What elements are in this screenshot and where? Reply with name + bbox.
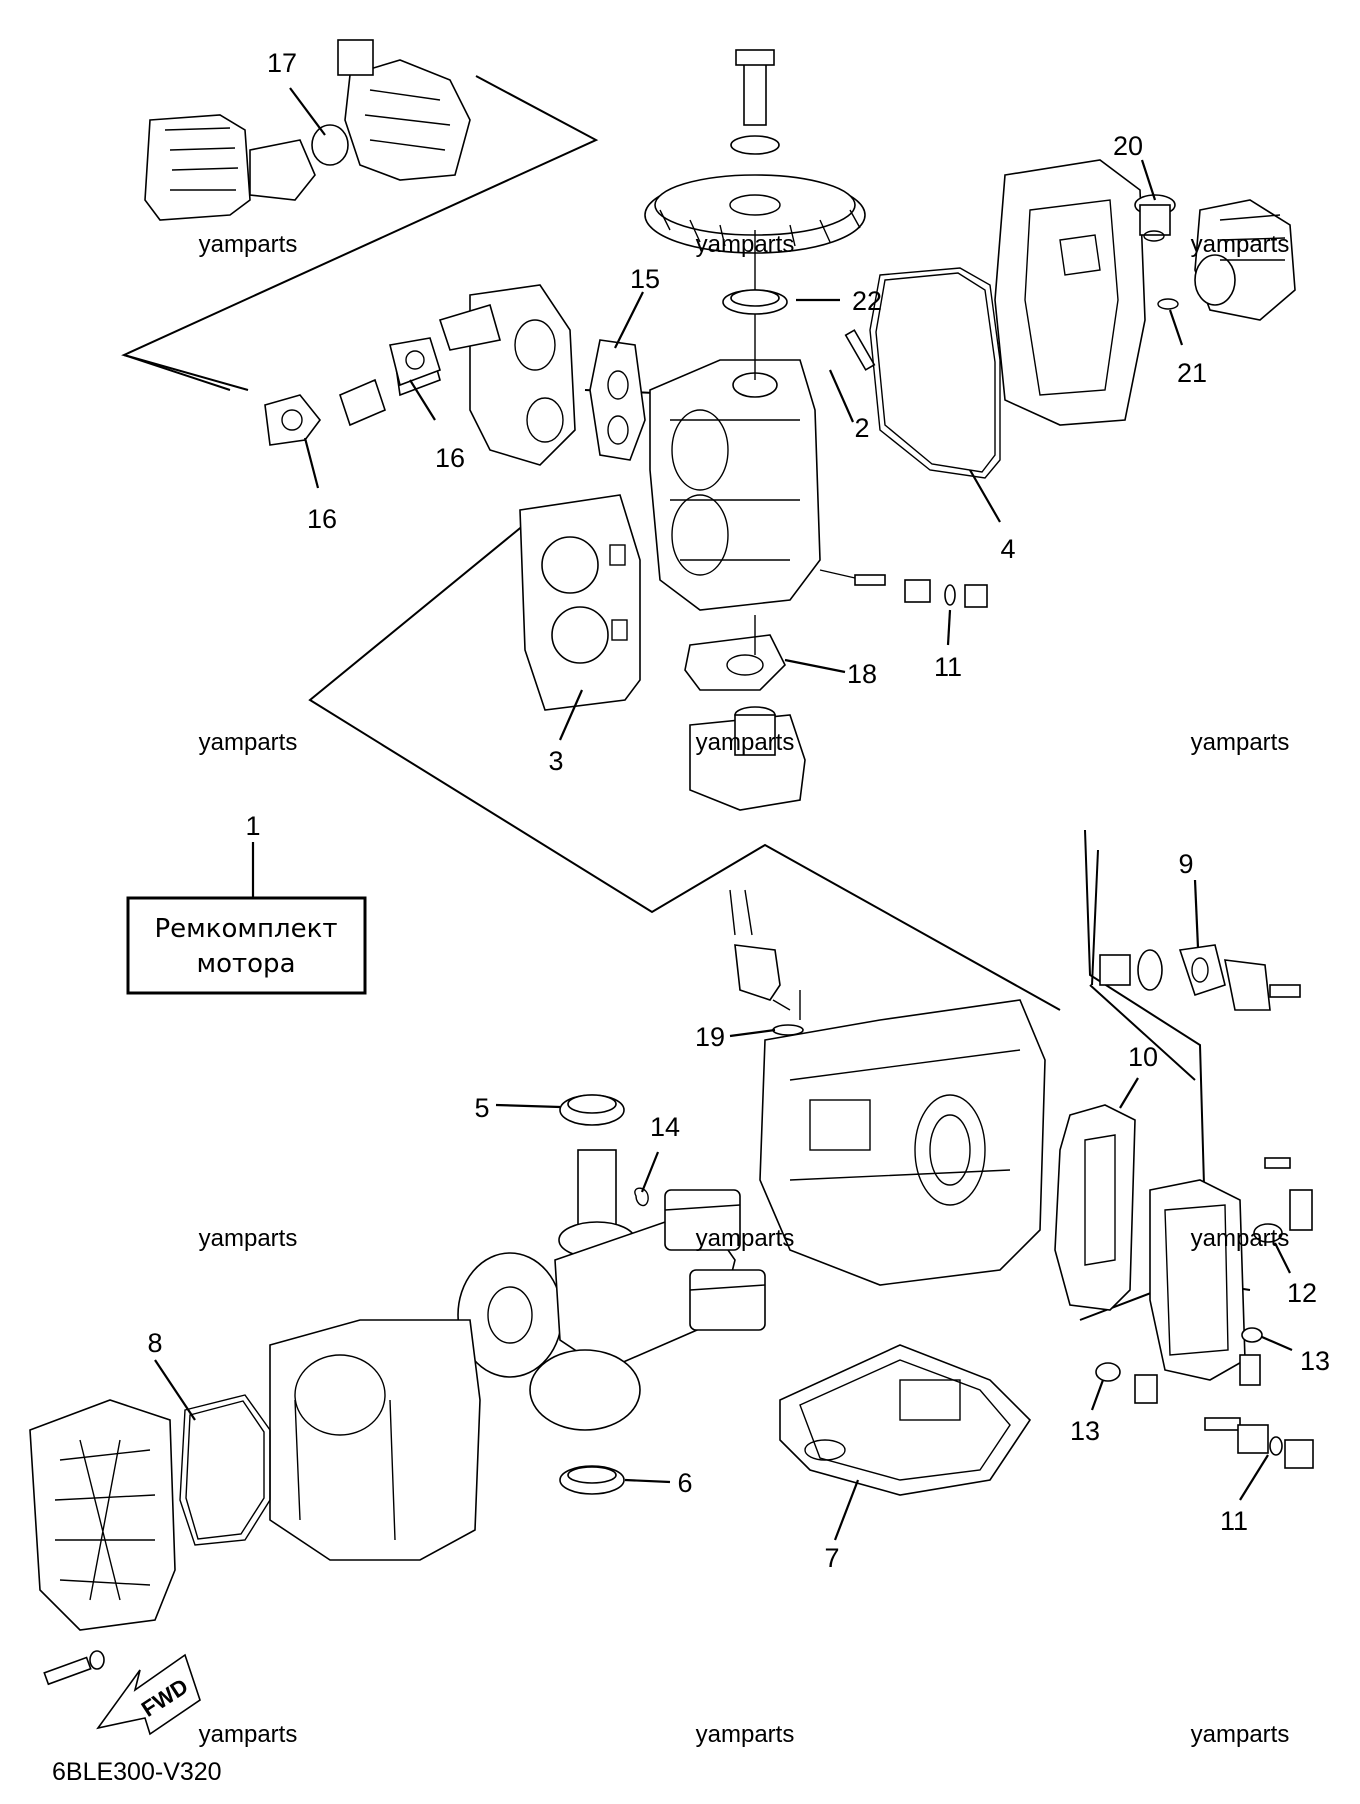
head-cover	[994, 159, 1146, 426]
anode-assembly	[1099, 944, 1301, 1011]
callout-19: 19	[695, 1022, 725, 1052]
oil-seal-6	[559, 1465, 625, 1495]
crankcase	[759, 999, 1046, 1286]
callout-2: 2	[854, 413, 869, 443]
watermark: yamparts	[696, 1721, 795, 1748]
boundary-lines	[121, 75, 1251, 1321]
leader-lines	[154, 87, 1293, 1541]
cylinder-head	[649, 230, 876, 611]
cylinder-block	[269, 1319, 481, 1561]
watermark: yamparts	[1191, 729, 1290, 756]
watermarks: yamparts yamparts yamparts yamparts yamp…	[199, 231, 1290, 1748]
callout-4: 4	[1000, 534, 1015, 564]
watermark: yamparts	[199, 729, 298, 756]
washers	[1095, 1223, 1283, 1404]
watermark: yamparts	[199, 1721, 298, 1748]
head-side-fittings	[819, 569, 988, 608]
kit-line-2: мотора	[196, 949, 295, 979]
oil-seal-22	[722, 289, 788, 315]
head-cover-gasket	[869, 267, 1001, 479]
callout-14: 14	[650, 1112, 680, 1142]
watermark: yamparts	[199, 231, 298, 258]
callout-20: 20	[1113, 131, 1143, 161]
fwd-arrow	[96, 1653, 201, 1736]
thermostat-gasket	[684, 615, 786, 691]
callout-22: 22	[852, 286, 882, 316]
clip-14	[634, 1187, 649, 1207]
callout-10: 10	[1128, 1042, 1158, 1072]
oil-seal-5	[559, 1094, 625, 1126]
lower-cover	[29, 1399, 176, 1686]
watermark: yamparts	[696, 729, 795, 756]
callout-12: 12	[1287, 1278, 1317, 1308]
callout-1: 1	[245, 811, 260, 841]
callout-11b: 11	[1220, 1506, 1248, 1536]
callout-8: 8	[147, 1328, 162, 1358]
callout-numbers: 17 15 22 20 21 2 16 16 4 3 11 18 1 9 19 …	[147, 48, 1330, 1573]
callout-5: 5	[474, 1093, 489, 1123]
callout-9: 9	[1178, 849, 1193, 879]
callout-16a: 16	[435, 443, 465, 473]
callout-17: 17	[267, 48, 297, 78]
intake-gaskets	[264, 337, 646, 461]
oil-pan-gasket	[779, 1344, 1032, 1496]
kit-line-1: Ремкомплект	[155, 914, 338, 944]
intake-manifold	[339, 284, 576, 466]
watermark: yamparts	[1191, 1225, 1290, 1252]
callout-3: 3	[548, 746, 563, 776]
diagram-code: 6BLE300-V320	[52, 1758, 222, 1786]
callout-15: 15	[630, 264, 660, 294]
watermark: yamparts	[696, 1225, 795, 1252]
callout-7: 7	[824, 1543, 839, 1573]
exhaust-gasket	[1054, 1104, 1136, 1311]
cam-pulley	[644, 49, 866, 254]
callout-11a: 11	[934, 652, 962, 682]
callout-13a: 13	[1300, 1346, 1330, 1376]
repair-kit-box: Ремкомплект мотора	[126, 896, 367, 995]
crankcase-gasket-8	[179, 1394, 271, 1546]
lower-side-fittings	[1204, 1417, 1314, 1469]
watermark: yamparts	[696, 231, 795, 258]
crankshaft-assembly	[457, 1149, 766, 1431]
exhaust-cover	[1149, 1157, 1313, 1381]
callout-16b: 16	[307, 504, 337, 534]
callout-13b: 13	[1070, 1416, 1100, 1446]
thermostat-housing	[689, 706, 806, 811]
watermark: yamparts	[199, 1225, 298, 1252]
head-gasket	[519, 494, 641, 711]
callout-21: 21	[1177, 358, 1207, 388]
fuel-pump	[1134, 194, 1296, 321]
watermark: yamparts	[1191, 1721, 1290, 1748]
callout-6: 6	[677, 1468, 692, 1498]
watermark: yamparts	[1191, 231, 1290, 258]
callout-18: 18	[847, 659, 877, 689]
dipstick-tube	[729, 889, 801, 1020]
carburetor-assembly	[144, 39, 471, 221]
